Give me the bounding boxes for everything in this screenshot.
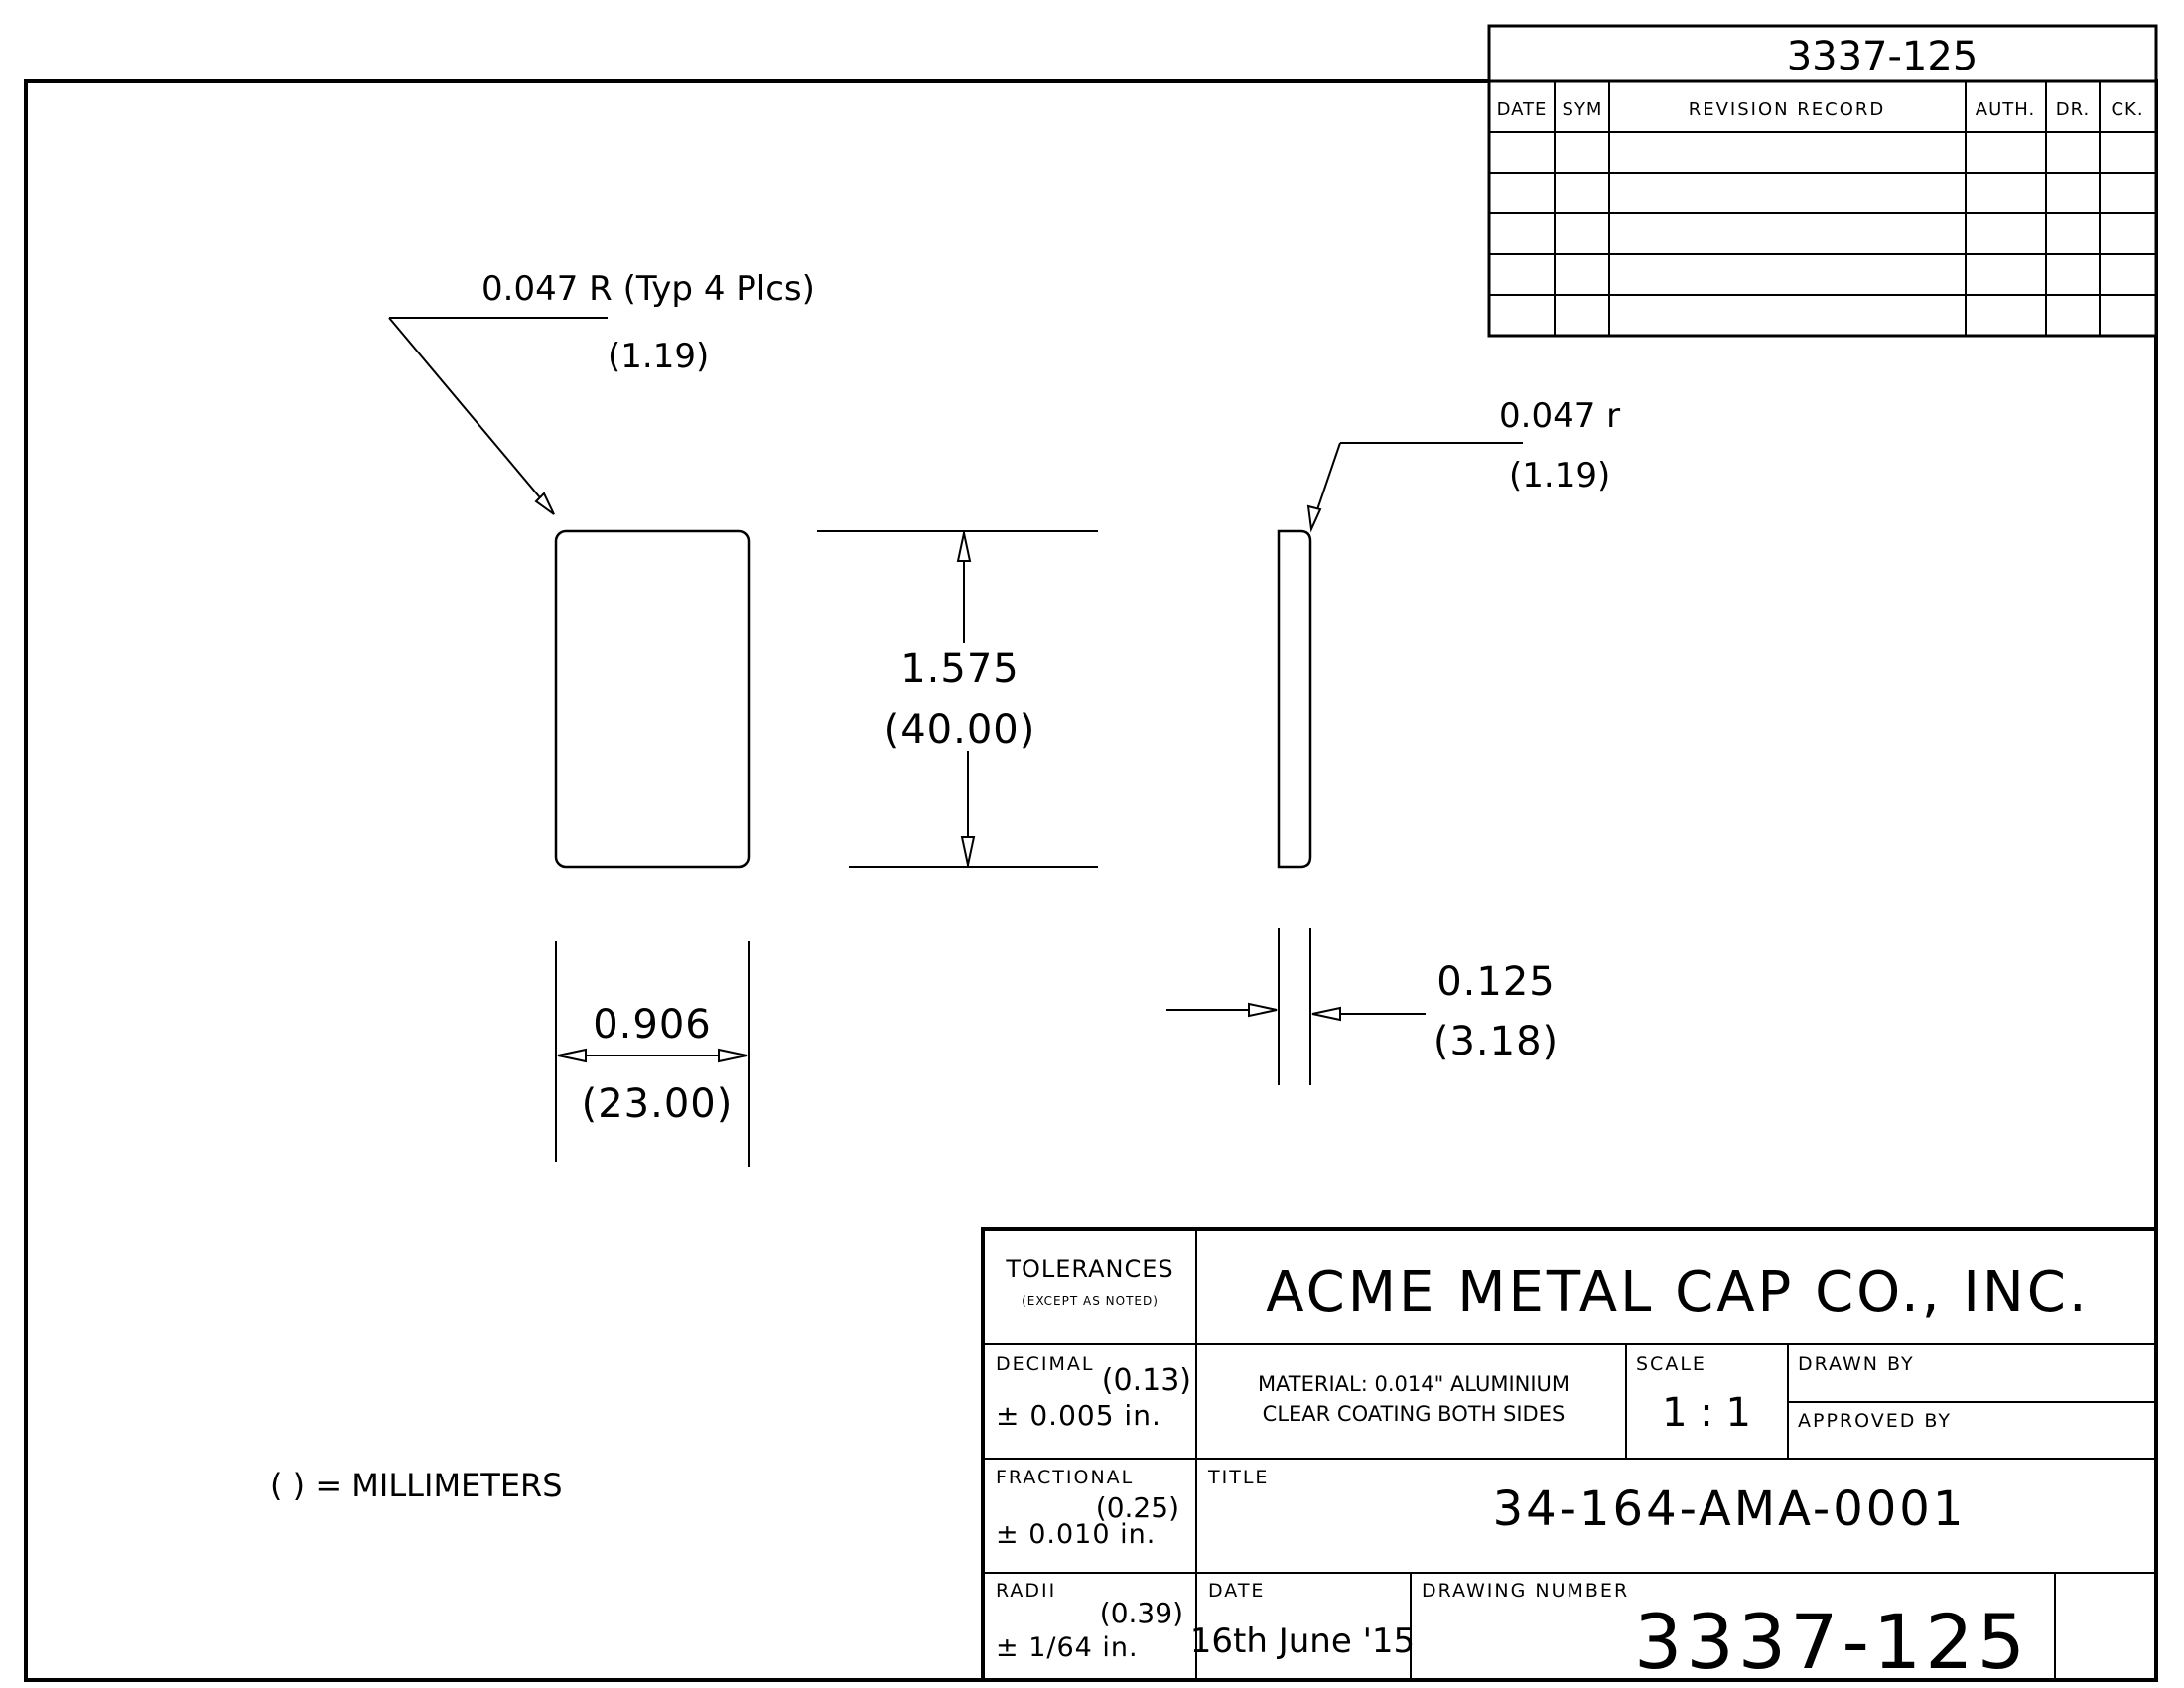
tolerances-label: TOLERANCES [1005,1255,1173,1283]
material-line-2: CLEAR COATING BOTH SIDES [1263,1402,1566,1426]
revision-drawing-number: 3337-125 [1787,34,1979,79]
title-value: 34-164-AMA-0001 [1493,1481,1967,1537]
date-value: 16th June '15 [1190,1621,1415,1661]
width-dimension: 0.906 (23.00) [555,941,750,1167]
scale-value: 1 : 1 [1662,1390,1751,1436]
decimal-label: DECIMAL [996,1353,1094,1375]
title-block: TOLERANCES (EXCEPT AS NOTED) ACME METAL … [981,1227,2158,1686]
tolerances-sub: (EXCEPT AS NOTED) [1022,1294,1159,1308]
scale-label: SCALE [1636,1353,1706,1375]
corner-radius-inch: 0.047 R (Typ 4 Plcs) [481,269,815,309]
width-mm: (23.00) [582,1081,734,1127]
plate-side-view [1277,529,1312,869]
revision-col-record: REVISION RECORD [1689,99,1886,120]
radii-value: ± 1/64 in. [996,1632,1139,1663]
thickness-inch: 0.125 [1436,959,1556,1005]
title-label: TITLE [1207,1467,1269,1488]
decimal-value: ± 0.005 in. [996,1399,1161,1432]
date-label: DATE [1208,1580,1265,1602]
units-note: ( ) = MILLIMETERS [270,1467,563,1504]
drawing-number-label: DRAWING NUMBER [1422,1580,1629,1602]
radii-mm: (0.39) [1100,1597,1183,1629]
revision-block: 3337-125 DATE SYM REVISION RECORD AUTH. … [1487,24,2158,338]
drawn-by-label: DRAWN BY [1798,1353,1915,1375]
corner-radius-mm: (1.19) [608,337,709,376]
approved-by-label: APPROVED BY [1798,1410,1952,1432]
fractional-mm: (0.25) [1096,1491,1179,1524]
revision-col-dr: DR. [2056,99,2090,120]
fractional-value: ± 0.010 in. [996,1519,1156,1550]
revision-col-sym: SYM [1563,99,1603,120]
edge-radius-mm: (1.19) [1509,456,1610,495]
material-line-1: MATERIAL: 0.014" ALUMINIUM [1258,1372,1570,1396]
width-inch: 0.906 [593,1002,712,1048]
plate-front-view [554,529,751,869]
thickness-mm: (3.18) [1433,1019,1559,1064]
drawing-number-value: 3337-125 [1634,1598,2029,1686]
height-inch: 1.575 [900,646,1020,692]
height-mm: (40.00) [885,707,1036,753]
company-name: ACME METAL CAP CO., INC. [1266,1260,2089,1325]
radii-label: RADII [996,1580,1056,1602]
revision-col-auth: AUTH. [1976,99,2035,120]
corner-radius-callout: 0.047 R (Typ 4 Plcs) (1.19) [388,269,815,515]
thickness-dimension: 0.125 (3.18) [1166,928,1559,1085]
edge-radius-callout: 0.047 r (1.19) [1306,396,1620,533]
decimal-mm: (0.13) [1102,1363,1191,1398]
revision-col-ck: CK. [2111,99,2143,120]
revision-col-date: DATE [1497,99,1548,120]
edge-radius-inch: 0.047 r [1499,396,1620,436]
height-dimension: 1.575 (40.00) [817,530,1098,868]
fractional-label: FRACTIONAL [996,1467,1134,1488]
